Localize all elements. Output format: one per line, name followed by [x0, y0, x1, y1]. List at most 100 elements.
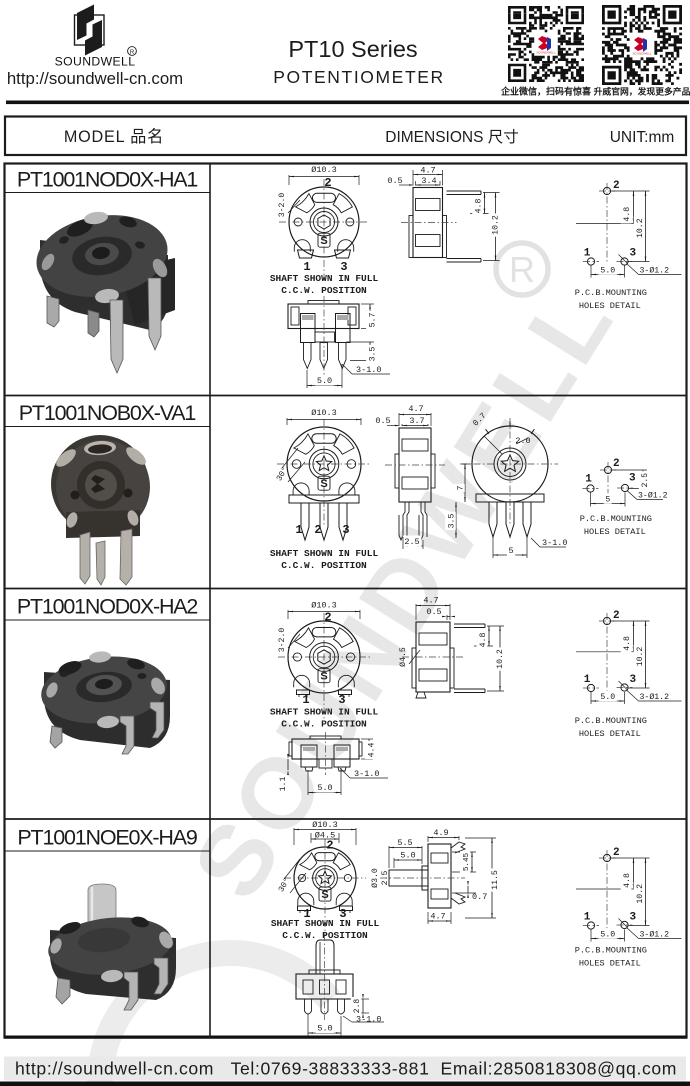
svg-text:http://soundwell-cn.com Tel:: http://soundwell-cn.com Tel:0769-3883333…: [15, 1059, 677, 1079]
svg-text:0.5: 0.5: [375, 416, 390, 426]
svg-text:P.C.B.MOUNTING: P.C.B.MOUNTING: [580, 514, 652, 524]
svg-text:0.5: 0.5: [387, 176, 402, 186]
svg-text:3-1.0: 3-1.0: [354, 769, 380, 779]
svg-text:4.8: 4.8: [475, 199, 484, 214]
svg-text:2: 2: [324, 611, 331, 625]
svg-text:C.C.W. POSITION: C.C.W. POSITION: [281, 560, 367, 571]
svg-text:Ø10.3: Ø10.3: [311, 408, 337, 418]
svg-text:S: S: [320, 478, 327, 490]
svg-text:http://soundwell-cn.com: http://soundwell-cn.com: [7, 69, 183, 88]
svg-text:3-2.0: 3-2.0: [278, 628, 287, 653]
svg-text:4.4: 4.4: [368, 743, 377, 758]
svg-text:11.5: 11.5: [491, 870, 500, 890]
svg-text:企业微信，扫码有惊喜: 企业微信，扫码有惊喜: [500, 86, 591, 97]
svg-text:SOUNDWELL: SOUNDWELL: [55, 55, 136, 69]
svg-text:S: S: [321, 889, 328, 901]
svg-text:2: 2: [314, 523, 321, 537]
svg-text:10.2: 10.2: [636, 218, 645, 238]
svg-text:10.2: 10.2: [492, 215, 501, 235]
svg-text:3-Ø1.2: 3-Ø1.2: [640, 266, 670, 276]
svg-text:1: 1: [584, 248, 591, 260]
svg-text:5: 5: [508, 546, 513, 556]
svg-text:5.0: 5.0: [400, 851, 415, 861]
svg-text:R: R: [509, 249, 535, 290]
svg-text:P.C.B.MOUNTING: P.C.B.MOUNTING: [575, 716, 647, 726]
svg-text:10.2: 10.2: [496, 649, 505, 669]
svg-text:4.9: 4.9: [433, 828, 448, 838]
svg-text:5.5: 5.5: [397, 838, 412, 848]
svg-text:Ø3.0: Ø3.0: [370, 868, 380, 888]
svg-text:PT1001NOD0X-HA1: PT1001NOD0X-HA1: [17, 168, 198, 192]
svg-text:3.5: 3.5: [448, 514, 457, 529]
svg-text:5.0: 5.0: [317, 376, 332, 386]
svg-text:R: R: [130, 50, 135, 56]
svg-text:SOUNDWELL: SOUNDWELL: [632, 52, 651, 56]
svg-text:HOLES DETAIL: HOLES DETAIL: [579, 301, 641, 311]
svg-text:4.7: 4.7: [423, 596, 438, 606]
svg-text:P.C.B.MOUNTING: P.C.B.MOUNTING: [575, 288, 647, 298]
svg-text:UNIT:mm: UNIT:mm: [610, 129, 675, 146]
svg-text:2.5: 2.5: [641, 473, 650, 488]
svg-text:5.0: 5.0: [600, 931, 615, 940]
svg-text:3: 3: [339, 907, 346, 921]
svg-text:HOLES DETAIL: HOLES DETAIL: [579, 959, 641, 969]
svg-text:3.4: 3.4: [421, 176, 436, 186]
svg-text:5.45: 5.45: [463, 852, 471, 871]
svg-text:PT1001NOE0X-HA9: PT1001NOE0X-HA9: [17, 826, 196, 850]
svg-text:4.8: 4.8: [623, 873, 632, 888]
svg-text:3-Ø1.2: 3-Ø1.2: [640, 930, 670, 940]
svg-text:3: 3: [629, 473, 636, 485]
svg-text:DIMENSIONS 尺寸: DIMENSIONS 尺寸: [385, 128, 518, 146]
svg-text:0.5: 0.5: [426, 607, 441, 617]
svg-text:MODEL 品名: MODEL 品名: [64, 128, 164, 146]
svg-text:升威官网，发现更多产品: 升威官网，发现更多产品: [594, 86, 690, 97]
svg-text:3.5: 3.5: [369, 347, 378, 362]
svg-text:Ø4.5: Ø4.5: [398, 647, 408, 667]
svg-text:PT1001NOD0X-HA2: PT1001NOD0X-HA2: [17, 595, 198, 619]
svg-text:SHAFT SHOWN IN FULL: SHAFT SHOWN IN FULL: [270, 548, 379, 559]
svg-text:SHAFT SHOWN IN FULL: SHAFT SHOWN IN FULL: [271, 918, 380, 929]
svg-text:4.7: 4.7: [408, 404, 423, 414]
svg-text:2: 2: [613, 610, 620, 622]
svg-text:2: 2: [326, 839, 333, 853]
svg-text:1: 1: [303, 260, 310, 274]
svg-text:4.8: 4.8: [623, 636, 632, 651]
svg-text:SHAFT SHOWN IN FULL: SHAFT SHOWN IN FULL: [270, 273, 379, 284]
svg-text:Ø10.3: Ø10.3: [311, 165, 337, 175]
svg-text:0.7: 0.7: [472, 892, 487, 902]
svg-text:4.7: 4.7: [430, 912, 445, 922]
svg-text:3-1.0: 3-1.0: [542, 538, 568, 548]
svg-text:P.C.B.MOUNTING: P.C.B.MOUNTING: [575, 946, 647, 956]
svg-text:S: S: [320, 235, 327, 247]
svg-text:3: 3: [630, 248, 637, 260]
svg-text:2.5: 2.5: [404, 537, 419, 547]
svg-text:1: 1: [585, 474, 592, 486]
svg-text:Ø10.3: Ø10.3: [311, 601, 337, 611]
svg-text:5.0: 5.0: [600, 693, 615, 702]
svg-text:5.7: 5.7: [369, 313, 378, 328]
svg-text:10.2: 10.2: [636, 884, 645, 904]
svg-text:2.0: 2.0: [515, 436, 530, 446]
svg-text:C.C.W. POSITION: C.C.W. POSITION: [281, 285, 367, 296]
svg-text:3: 3: [340, 260, 347, 274]
svg-text:S: S: [320, 671, 327, 683]
svg-text:1: 1: [302, 693, 309, 707]
svg-text:5.0: 5.0: [317, 783, 332, 793]
svg-text:C.C.W. POSITION: C.C.W. POSITION: [282, 930, 368, 941]
svg-text:2: 2: [613, 847, 620, 859]
svg-text:3-Ø1.2: 3-Ø1.2: [638, 491, 668, 501]
svg-text:3-1.0: 3-1.0: [356, 365, 382, 375]
svg-text:1: 1: [295, 523, 302, 537]
svg-text:10.2: 10.2: [636, 647, 645, 667]
svg-text:2: 2: [613, 458, 620, 470]
svg-text:1: 1: [584, 912, 591, 924]
svg-text:3: 3: [342, 523, 349, 537]
svg-text:HOLES DETAIL: HOLES DETAIL: [584, 527, 646, 537]
svg-text:2.8: 2.8: [353, 999, 362, 1014]
svg-text:3-2.0: 3-2.0: [278, 193, 287, 218]
svg-text:3: 3: [630, 912, 637, 924]
svg-text:3: 3: [338, 693, 345, 707]
svg-text:SOUNDWELL: SOUNDWELL: [536, 51, 555, 55]
svg-text:C.C.W. POSITION: C.C.W. POSITION: [281, 719, 367, 730]
svg-text:4.8: 4.8: [623, 207, 632, 222]
